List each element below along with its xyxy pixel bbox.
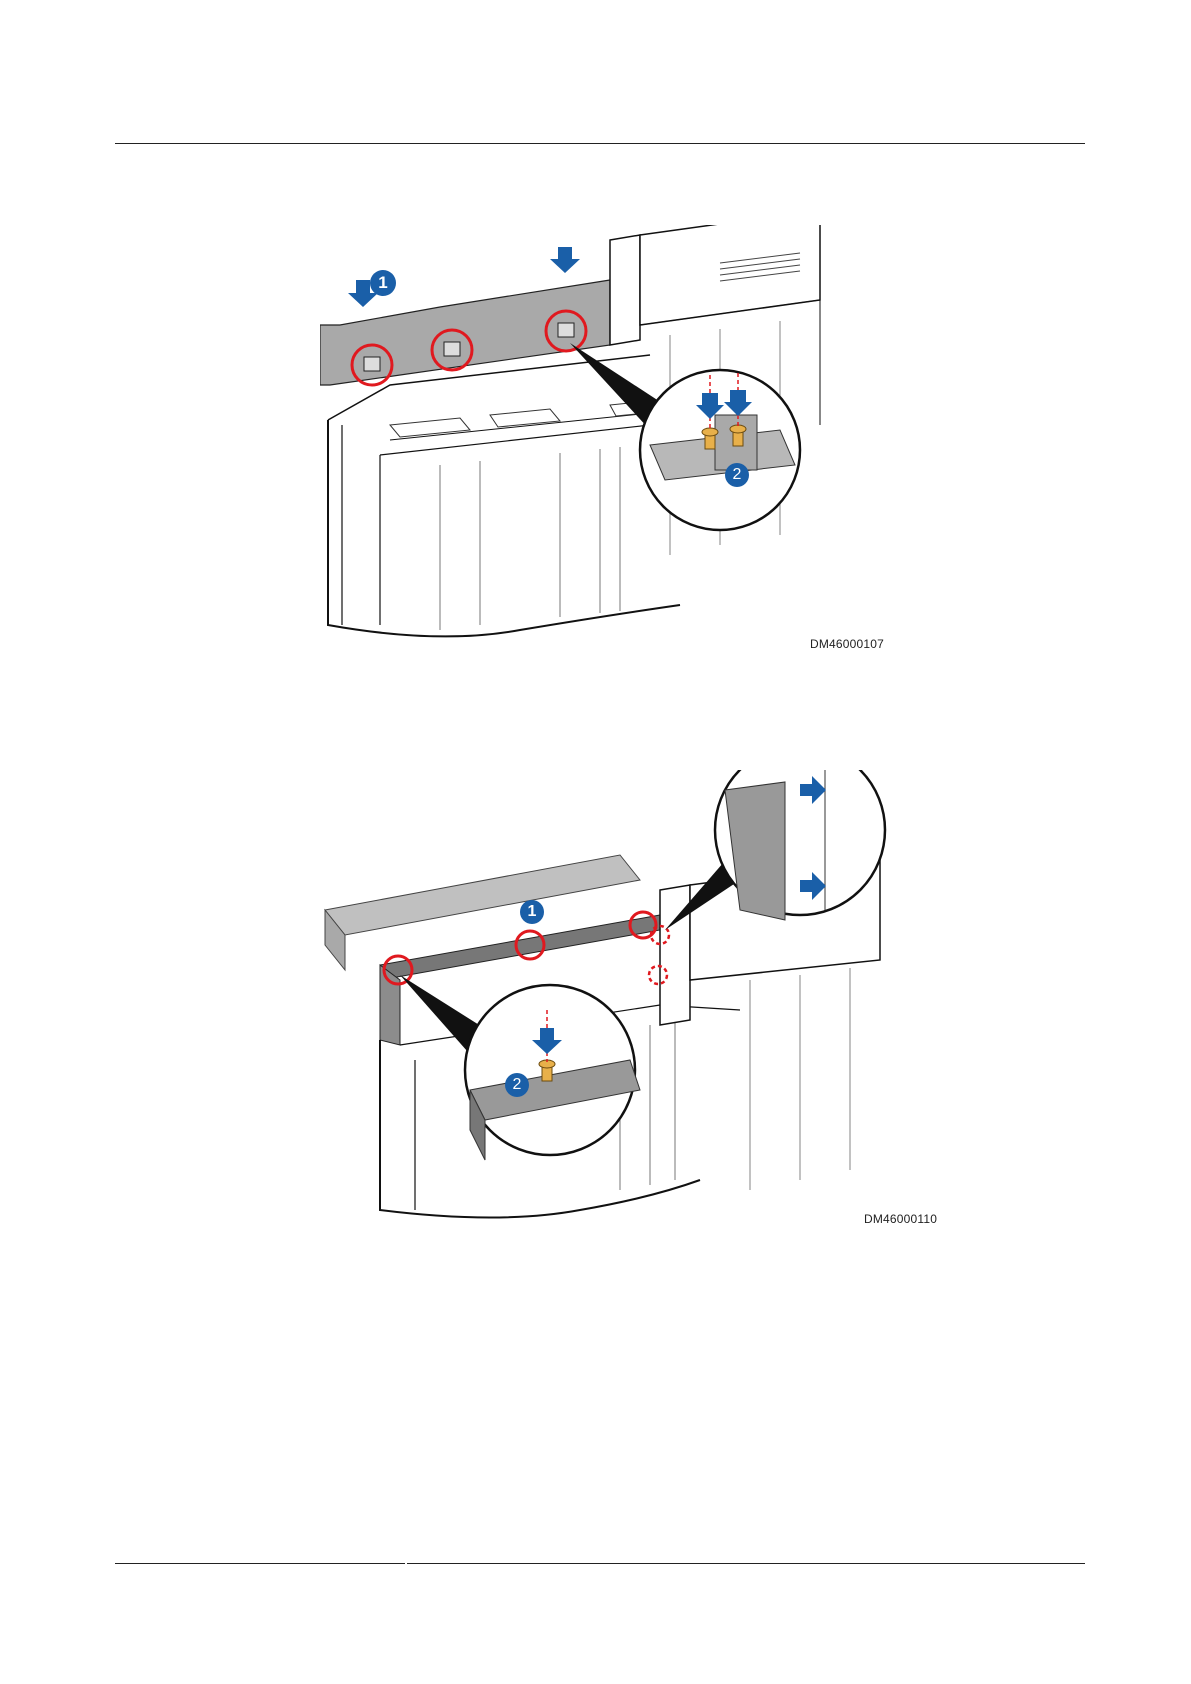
- step-badge-2: 2: [725, 463, 749, 487]
- figure-2-illustration: [320, 770, 1000, 1230]
- step-badge-1: 1: [520, 900, 544, 924]
- footer-rule-right: [407, 1563, 1085, 1564]
- callout-circle: [465, 985, 640, 1160]
- header-rule: [115, 143, 1085, 144]
- step-badge-2: 2: [505, 1073, 529, 1097]
- figure-2-id: DM46000110: [864, 1212, 937, 1226]
- step-badge-1: 1: [370, 270, 396, 296]
- callout-circle: [640, 370, 800, 530]
- figure-1-illustration: [320, 225, 1000, 660]
- figure-1-id: DM46000107: [810, 637, 884, 651]
- figure-1: 1 2: [320, 225, 1000, 660]
- footer-rule-left: [115, 1563, 405, 1564]
- figure-2: 1 2: [320, 770, 1000, 1230]
